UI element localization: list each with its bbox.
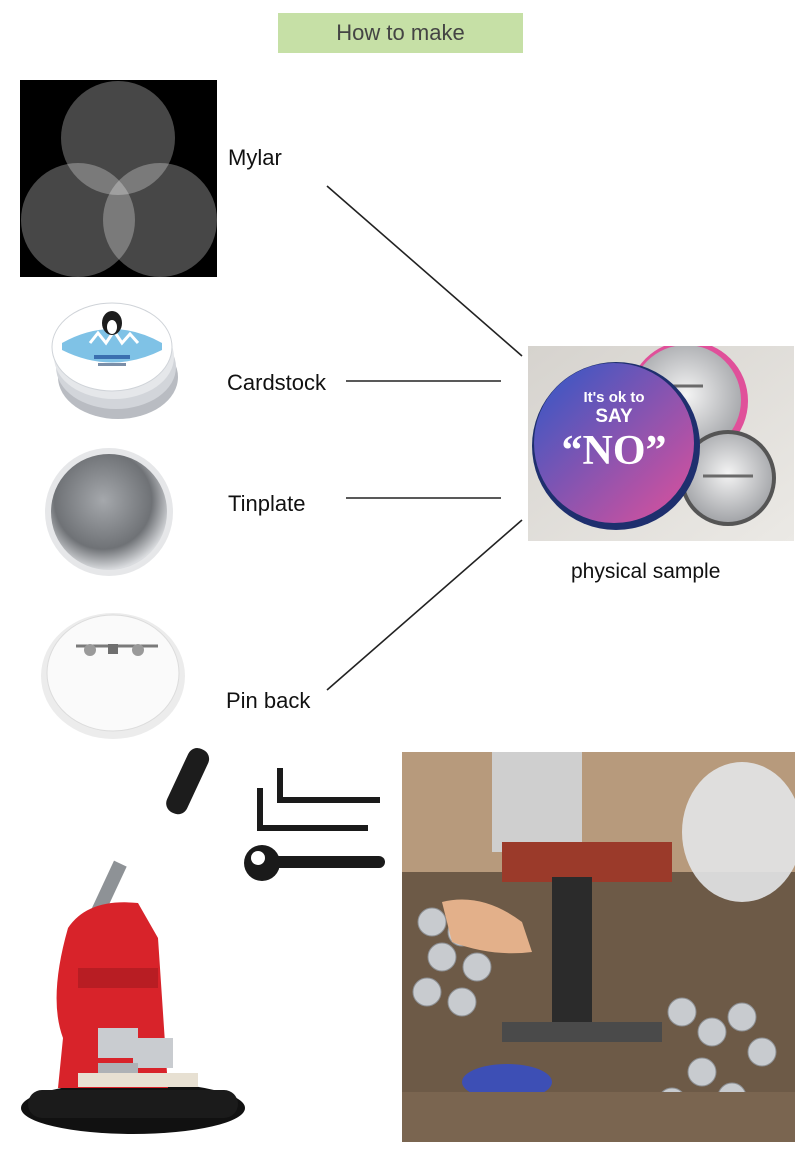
- mylar-image: [20, 80, 217, 277]
- label-mylar: Mylar: [228, 145, 282, 170]
- page-title: How to make: [278, 13, 523, 53]
- physical-sample-image: It's ok to SAY “NO”: [528, 346, 794, 541]
- label-cardstock: Cardstock: [227, 370, 327, 395]
- label-pin-back: Pin back: [226, 688, 311, 713]
- sample-caption: physical sample: [571, 560, 721, 583]
- badge-text-line2: SAY: [595, 406, 633, 427]
- badge-text-line1: It's ok to: [583, 389, 644, 406]
- pin-back-image: [41, 613, 185, 739]
- factory-production-image: [402, 752, 795, 1142]
- label-tinplate: Tinplate: [228, 491, 306, 516]
- cardstock-image: [51, 302, 178, 419]
- button-press-machine-image: [21, 748, 245, 1134]
- hex-keys-image: [244, 768, 385, 881]
- tinplate-image: [45, 448, 173, 576]
- badge-text-line3: “NO”: [562, 428, 667, 474]
